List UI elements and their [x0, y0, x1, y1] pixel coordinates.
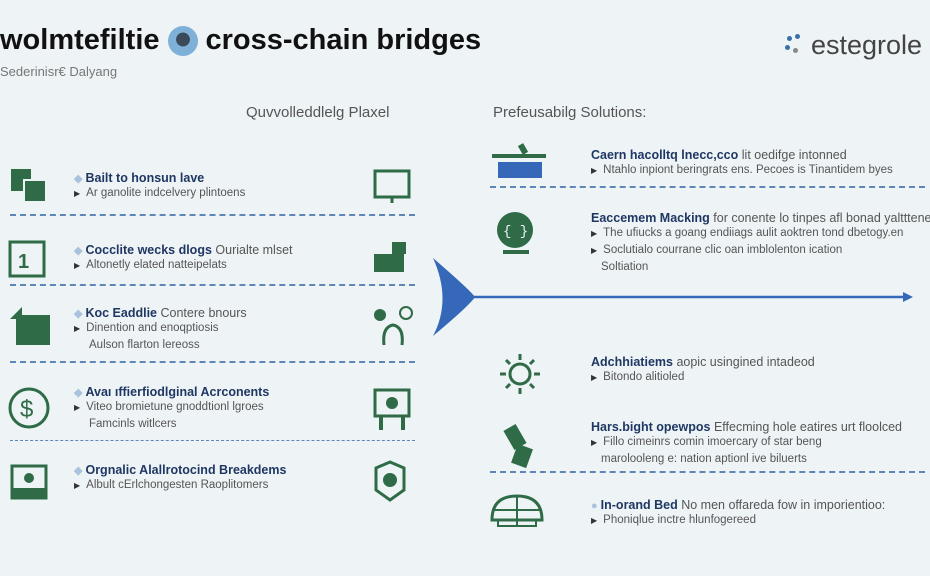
divider	[10, 214, 415, 216]
right-item: Caern hacolltq lnecc,cco lit oedifge int…	[591, 148, 893, 179]
subtitle: Sederinisr€ Dalyang	[0, 64, 118, 79]
left-item: ◆Bailt to honsun lave ▶ Ar ganolite indce…	[74, 171, 245, 202]
item-title-rest: No men offareda fow in imporientioo:	[681, 498, 886, 512]
diamond-bullet-icon: ◆	[74, 465, 83, 477]
item-line: Phoniqlue inctre hlunfogereed	[603, 514, 756, 526]
head-idea-icon	[374, 306, 413, 346]
logo-icon	[785, 33, 809, 58]
item-title: In-orand Bed	[600, 498, 678, 512]
item-title: Orgnalic Alallrotocind Breakdems	[85, 463, 287, 477]
item-line: marolooleng e: nation aptionl ive biluer…	[601, 453, 807, 465]
documents-icon	[11, 169, 47, 203]
item-line: Ntahlo inpiont beringrats ens. Pecoes is…	[603, 164, 893, 176]
bullet-icon: ▶	[591, 373, 598, 382]
left-item: ◆Koc Eaddlie Contere bnours ▶ Dinention a…	[74, 306, 247, 353]
item-title: Eaccemem Macking	[591, 211, 710, 225]
bullet-icon: ▶	[74, 261, 81, 270]
svg-text:1: 1	[18, 251, 29, 273]
item-line: The ufiucks a goang endiiags aulit aoktr…	[603, 227, 904, 239]
tools-icon	[503, 423, 533, 469]
item-title: Avaı ıffierfiodlginal Acrconents	[85, 385, 270, 399]
item-title-rest: aopic usingined intadeod	[676, 355, 815, 369]
divider	[10, 440, 415, 441]
arrow-head	[903, 292, 913, 302]
item-line: Dinention and enoqptiosis	[86, 322, 219, 334]
arrow-chevron	[433, 258, 475, 336]
divider	[490, 186, 925, 188]
left-item: ◆Cocclite wecks dlogs Ourialte mlset ▶ Al…	[74, 243, 293, 274]
item-title: Cocclite wecks dlogs	[85, 243, 212, 257]
bullet-icon: ▶	[74, 481, 81, 490]
monitor-icon	[373, 169, 411, 203]
bullet-icon: ▶	[591, 246, 598, 255]
logo-text: estegrole	[811, 30, 923, 60]
item-line: Aulson flarton lereoss	[89, 339, 200, 351]
left-item: ◆Orgnalic Alallrotocind Breakdems ▶ Albul…	[74, 463, 286, 494]
item-title: Koc Eaddlie	[85, 306, 158, 320]
bullet-icon: ▶	[591, 229, 598, 238]
diamond-bullet-icon: ◆	[74, 308, 83, 320]
item-line: Ar ganolite indcelvery plintoens	[86, 187, 246, 199]
item-title-rest: lit oedifge intonned	[741, 148, 847, 162]
board-icon	[373, 388, 411, 430]
sun-icon	[500, 354, 540, 394]
dollar-icon: $	[8, 387, 50, 429]
left-item: ◆Avaı ıffierfiodlginal Acrconents ▶ Viteo…	[74, 385, 269, 432]
item-title: Caern hacolltq lnecc,cco	[591, 148, 739, 162]
item-title: Hars.bight opewpos	[591, 420, 711, 434]
divider	[10, 361, 415, 363]
divider	[490, 471, 925, 473]
title-right: cross-chain bridges	[205, 24, 482, 56]
code-globe-icon: { }	[497, 212, 533, 254]
bullet-icon: ▶	[74, 403, 81, 412]
right-item: Hars.bight opewpos Effecming hole eatire…	[591, 420, 902, 467]
bullet-icon: ▶	[74, 189, 81, 198]
diamond-bullet-icon: ◆	[74, 173, 83, 185]
screen-icon	[10, 464, 48, 500]
dot-bullet-icon: ●	[591, 500, 598, 512]
bullet-icon: ▶	[74, 324, 81, 333]
svg-text:$: $	[20, 396, 33, 423]
logo: estegrole	[785, 30, 922, 61]
item-line: Bitondo alitioled	[603, 371, 685, 383]
wallet-icon	[374, 242, 406, 272]
item-line: Famcinls witlcers	[89, 418, 177, 430]
dome-icon	[490, 494, 544, 527]
item-title-rest: Effecming hole eatires urt floolced	[713, 420, 903, 434]
right-item: Adchhiatiems aopic usingined intadeod ▶ B…	[591, 355, 815, 386]
globe-icon	[167, 25, 198, 56]
diamond-bullet-icon: ◆	[74, 245, 83, 257]
right-item: Eaccemem Macking for conente lo tinpes a…	[591, 211, 930, 275]
desk-icon	[492, 143, 546, 178]
page-title: wolmtefiltie cross-chain bridges	[0, 24, 481, 57]
right-column-heading: Prefeusabilg Solutions:	[493, 104, 647, 121]
bullet-icon: ▶	[591, 438, 598, 447]
svg-text:{ }: { }	[503, 224, 528, 240]
folder-icon	[10, 307, 50, 345]
item-title: Adchhiatiems	[591, 355, 673, 369]
item-title-rest: Contere bnours	[160, 306, 247, 320]
bullet-icon: ▶	[591, 516, 598, 525]
item-line: Fillo cimeinrs comin imoercary of star b…	[603, 436, 822, 448]
right-item: ●In-orand Bed No men offareda fow in imp…	[591, 498, 885, 529]
diamond-bullet-icon: ◆	[74, 387, 83, 399]
item-title-rest: for conente lo tinpes afl bonad yalttten…	[713, 211, 930, 225]
item-line: Viteo bromietune gnoddtionl lgroes	[86, 401, 264, 413]
item-title: Bailt to honsun lave	[85, 171, 205, 185]
divider	[10, 284, 415, 286]
bullet-icon: ▶	[591, 166, 598, 175]
item-title-rest: Ourialte mlset	[215, 243, 293, 257]
item-line: Albult cErlchongesten Raoplitomers	[86, 479, 269, 491]
item-line: Soclutialo courrane clic oan imblolenton…	[603, 244, 843, 256]
left-column-heading: Quvvolleddlelg Plaxel	[246, 104, 390, 121]
item-line: Altonetly elated natteipelats	[86, 259, 227, 271]
calendar-icon: 1	[8, 240, 46, 278]
shield-icon	[374, 460, 406, 502]
item-line: Soltiation	[601, 261, 649, 273]
title-left: wolmtefiltie	[0, 24, 160, 56]
